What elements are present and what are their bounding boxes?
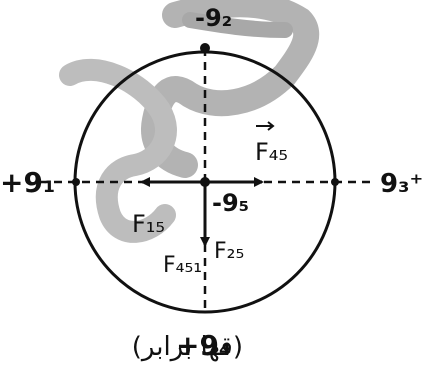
charge-q3-dot [331,178,339,186]
force-f25-label: F₂₅ [214,239,244,264]
charge-q2-label: -9₂ [195,4,232,32]
charge-q1-label: +9₁ [0,166,55,199]
charge-q5-label: -9₅ [212,189,249,217]
equal-charges-note: (قها برابر) [132,332,243,362]
smudge-marks [59,0,320,243]
charge-q2-dot [200,43,210,53]
charge-q4-label: +9₄ [176,329,231,362]
force-f15-label: F₁₅ [132,210,165,238]
force-f45-label: F₄₅ [255,138,288,166]
charge-q3-label: 9₃⁺ [380,169,423,199]
vector-bar-tip [267,121,275,131]
charge-q1-dot [72,178,80,186]
force-f451-label: F₄₅₁ [163,253,202,278]
